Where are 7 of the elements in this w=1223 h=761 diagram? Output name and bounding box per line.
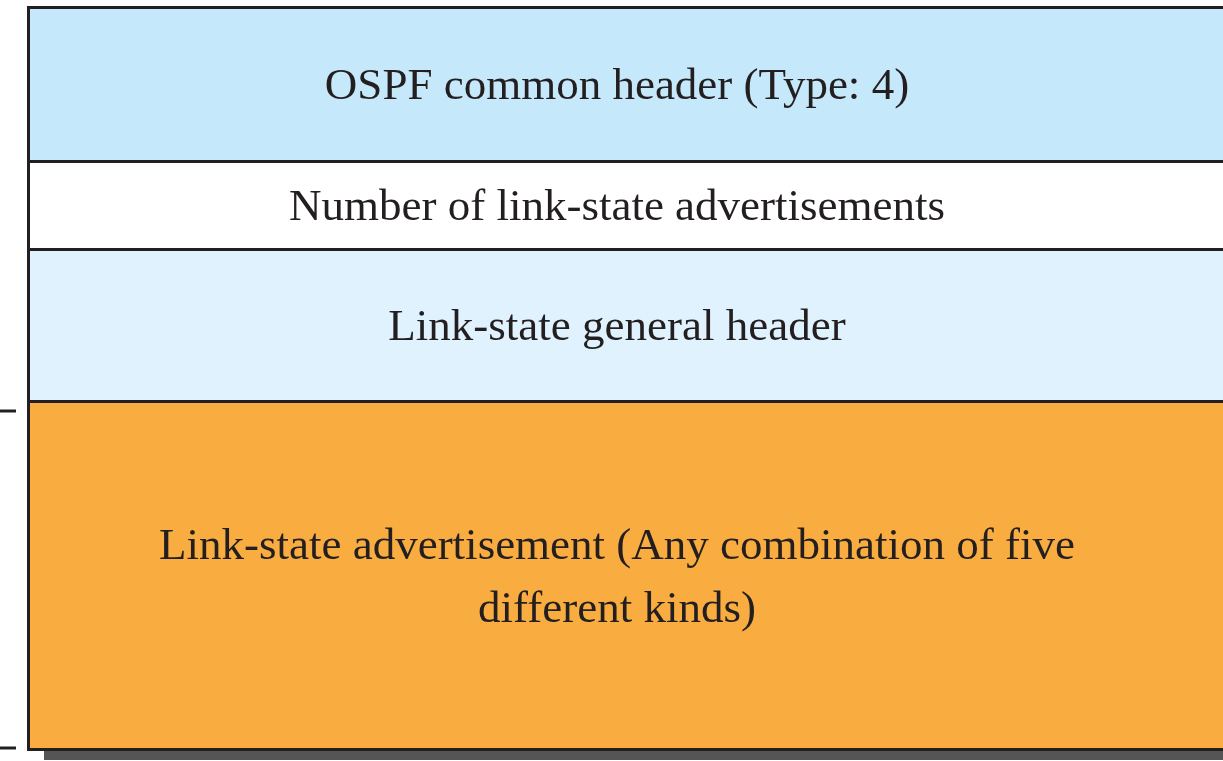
field-label: Number of link-state advertisements (288, 179, 947, 232)
field-row (27, 248, 1223, 403)
field-label: Link-state general header (388, 299, 847, 352)
field-row (27, 6, 1223, 163)
field-label: Link-state advertisement (Any combination of five different kinds) (158, 517, 1076, 634)
field-row (27, 400, 1223, 751)
field-label: OSPF common header (Type: 4) (324, 58, 911, 111)
